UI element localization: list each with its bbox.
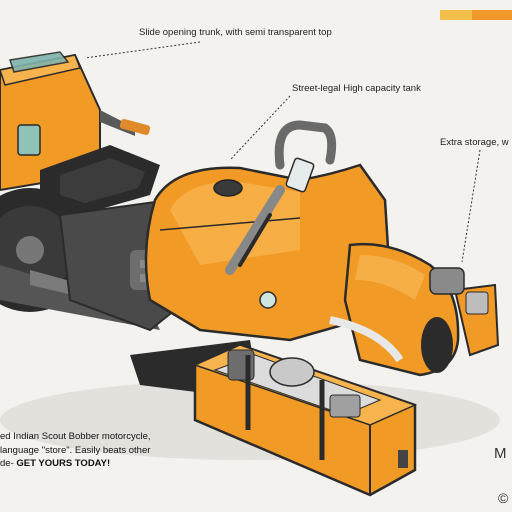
leader-storage xyxy=(461,149,481,263)
description-line-1: ed Indian Scout Bobber motorcycle, xyxy=(0,431,151,442)
leader-trunk xyxy=(84,41,201,59)
fuel-tank xyxy=(144,163,392,342)
tank-badge xyxy=(259,291,277,309)
leader-tank xyxy=(229,95,291,161)
front-fairing xyxy=(329,242,460,377)
trunk-transparent-top xyxy=(9,51,70,73)
description-line-2: language "store". Easily beats other xyxy=(0,444,151,456)
copyright-symbol: © xyxy=(498,490,509,506)
side-storage-crate xyxy=(192,343,418,497)
corner-letter: M xyxy=(494,445,507,462)
decor-bar-yellow xyxy=(440,10,472,20)
call-to-action: GET YOURS TODAY! xyxy=(16,458,111,469)
fuel-cap xyxy=(213,179,243,197)
product-description: ed Indian Scout Bobber motorcycle, langu… xyxy=(0,430,260,471)
callout-trunk: Slide opening trunk, with semi transpare… xyxy=(139,27,332,38)
crate-latch xyxy=(398,450,408,468)
headlamp-opening xyxy=(421,317,453,373)
decor-bar-orange xyxy=(472,10,512,20)
description-line-3: de- GET YOURS TODAY! xyxy=(0,457,260,471)
trunk-latch xyxy=(17,124,41,156)
handlebar xyxy=(225,120,337,275)
description-line-3-prefix: de- xyxy=(0,458,17,469)
callout-storage: Extra storage, w xyxy=(440,137,509,148)
extra-storage-box xyxy=(429,267,500,357)
seat xyxy=(40,145,160,215)
callout-tank: Street-legal High capacity tank xyxy=(292,83,421,94)
